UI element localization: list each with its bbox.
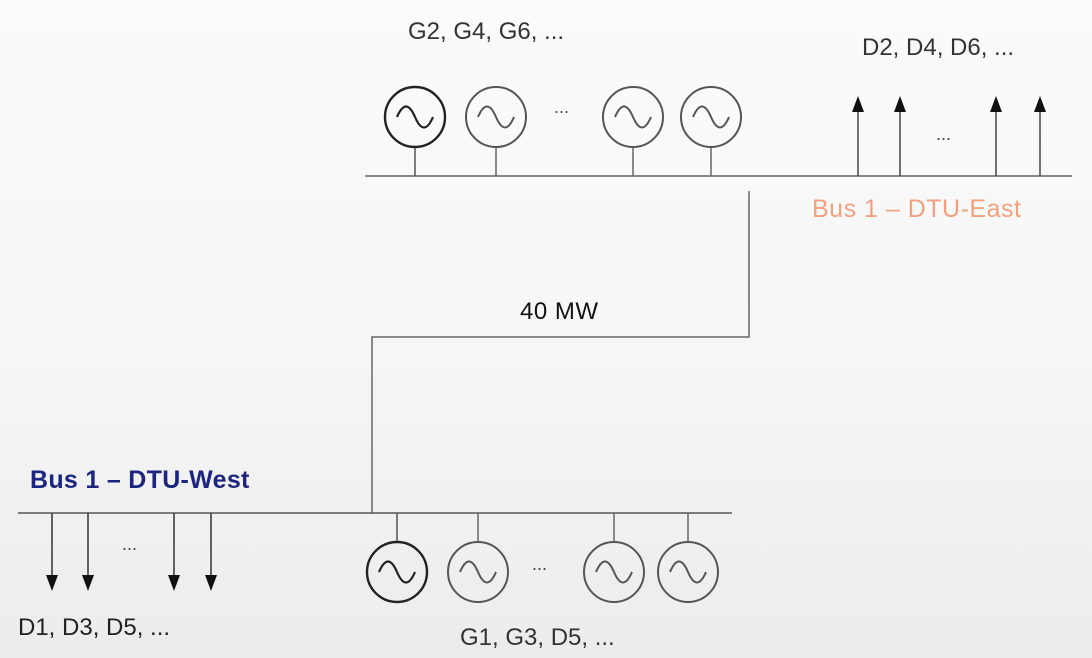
arrow-up-icon	[990, 96, 1002, 176]
line-flow-label: 40 MW	[520, 298, 599, 325]
arrow-down-icon	[46, 513, 58, 591]
generator-icon	[680, 86, 742, 176]
arrow-down-icon	[168, 513, 180, 591]
generators-east-label: G2, G4, G6, ...	[408, 18, 565, 45]
demands-west-label: D1, D3, D5, ...	[18, 614, 171, 641]
ellipsis-gen-bottom: ...	[532, 554, 547, 574]
arrow-down-icon	[205, 513, 217, 591]
generator-icon	[365, 513, 429, 604]
generators-west-label: G1, G3, D5, ...	[460, 624, 615, 651]
bus-east-label: Bus 1 – DTU-East	[812, 195, 1022, 223]
ellipsis-dem-top: ...	[936, 124, 951, 144]
arrow-up-icon	[1034, 96, 1046, 176]
generator-icon	[657, 513, 719, 603]
transmission-line	[371, 191, 750, 513]
demands-east-label: D2, D4, D6, ...	[862, 34, 1015, 61]
arrow-up-icon	[894, 96, 906, 176]
generator-icon	[447, 513, 509, 603]
arrow-up-icon	[852, 96, 864, 176]
bus-west-label: Bus 1 – DTU-West	[30, 466, 250, 494]
ellipsis-dem-bottom: ...	[122, 534, 137, 554]
generator-icon	[383, 85, 447, 176]
ellipsis-gen-top: ...	[554, 97, 569, 117]
arrow-down-icon	[82, 513, 94, 591]
generator-icon	[465, 86, 527, 176]
generator-icon	[583, 513, 645, 603]
generator-icon	[602, 86, 664, 176]
